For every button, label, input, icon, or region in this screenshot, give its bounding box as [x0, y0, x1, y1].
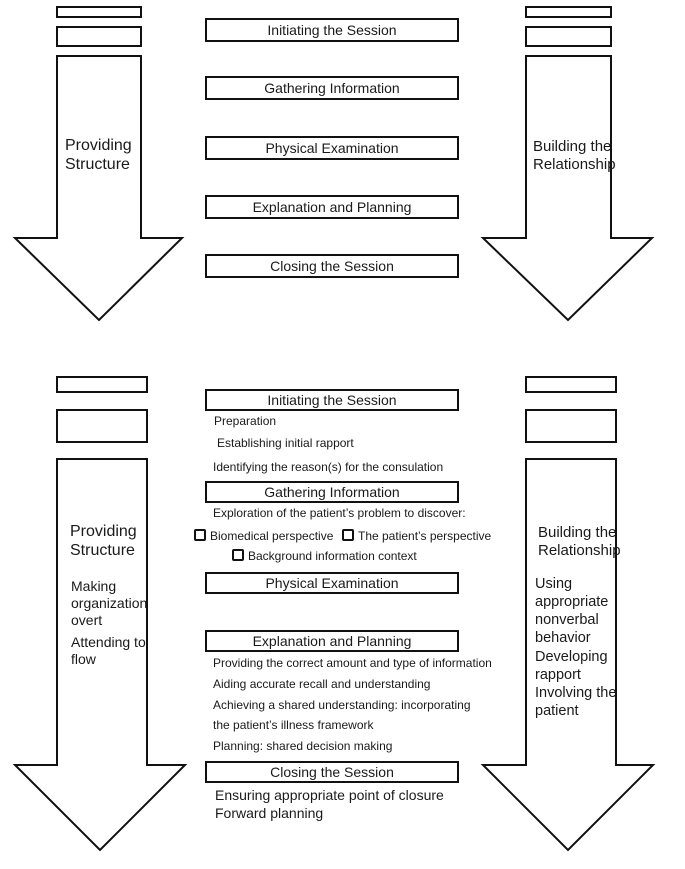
top-right-down-arrow — [480, 55, 655, 322]
initiating-item-3: Identifying the reason(s) for the consul… — [213, 460, 444, 474]
closing-item-1: Ensuring appropriate point of closure — [215, 787, 444, 803]
checkbox-label: The patient’s perspective — [358, 529, 492, 543]
bottom-right-item-3: Involving the patient — [535, 685, 617, 719]
explanation-item-3: Achieving a shared understanding: incorp… — [213, 698, 471, 712]
gathering-checkbox-3: Background information context — [232, 549, 417, 562]
initiating-item-1: Preparation — [214, 414, 277, 428]
bottom-left-item-1: Making organization overt — [71, 578, 148, 628]
bottom-right-arrow-label: Building the Relationship — [538, 524, 621, 559]
explanation-item-5: Planning: shared decision making — [213, 739, 393, 753]
top-stage-label-3: Physical Examination — [265, 140, 399, 156]
bottom-stage-box-3 — [205, 572, 459, 594]
checkbox-icon — [194, 529, 206, 541]
explanation-item-4: the patient’s illness framework — [213, 718, 374, 732]
gathering-checkbox-1: Biomedical perspective — [194, 529, 333, 542]
bottom-initiating-title: Initiating the Session — [267, 392, 397, 408]
bottom-left-bar-large — [56, 409, 148, 443]
top-stage-box-5 — [205, 254, 459, 278]
bottom-gathering-title: Gathering Information — [264, 484, 400, 500]
bottom-stage-box-1 — [205, 389, 459, 411]
bottom-stage-box-4 — [205, 630, 459, 652]
bottom-right-item-2: Developing rapport — [535, 649, 608, 683]
top-left-arrow-label: Providing Structure — [65, 137, 132, 173]
checkbox-label: Biomedical perspective — [210, 529, 334, 543]
bottom-stage-box-5 — [205, 761, 459, 783]
top-stage-label-1: Initiating the Session — [267, 22, 397, 38]
explanation-item-1: Providing the correct amount and type of… — [213, 656, 492, 670]
top-stage-box-2 — [205, 76, 459, 100]
initiating-item-2: Establishing initial rapport — [217, 436, 354, 450]
top-right-arrow-label: Building the Relationship — [533, 138, 616, 173]
bottom-right-item-1: Using appropriate nonverbal behavior — [535, 576, 609, 646]
top-left-bar-small — [56, 6, 142, 18]
top-stage-box-3 — [205, 136, 459, 160]
top-stage-label-5: Closing the Session — [270, 258, 394, 274]
bottom-explanation-title: Explanation and Planning — [252, 633, 412, 649]
top-left-bar-large — [56, 26, 142, 47]
gathering-intro: Exploration of the patient’s problem to … — [213, 506, 466, 520]
explanation-item-2: Aiding accurate recall and understanding — [213, 677, 431, 691]
checkbox-label: Background information context — [248, 549, 417, 563]
bottom-left-bar-small — [56, 376, 148, 393]
gathering-checkbox-2: The patient’s perspective — [342, 529, 491, 542]
top-right-bar-large — [525, 26, 612, 47]
checkbox-icon — [232, 549, 244, 561]
bottom-right-down-arrow — [480, 458, 656, 852]
top-right-bar-small — [525, 6, 612, 18]
checkbox-icon — [342, 529, 354, 541]
top-stage-box-4 — [205, 195, 459, 219]
top-stage-box-1 — [205, 18, 459, 42]
bottom-right-bar-large — [525, 409, 617, 443]
bottom-stage-box-2 — [205, 481, 459, 503]
bottom-left-arrow-label: Providing Structure — [70, 523, 137, 559]
bottom-left-down-arrow — [12, 458, 188, 852]
bottom-closing-title: Closing the Session — [270, 764, 394, 780]
bottom-right-bar-small — [525, 376, 617, 393]
bottom-left-item-2: Attending to flow — [71, 634, 146, 667]
top-stage-label-2: Gathering Information — [264, 80, 400, 96]
bottom-physical-title: Physical Examination — [265, 575, 399, 591]
closing-item-2: Forward planning — [215, 805, 324, 821]
top-stage-label-4: Explanation and Planning — [252, 199, 412, 215]
top-left-down-arrow — [12, 55, 185, 322]
